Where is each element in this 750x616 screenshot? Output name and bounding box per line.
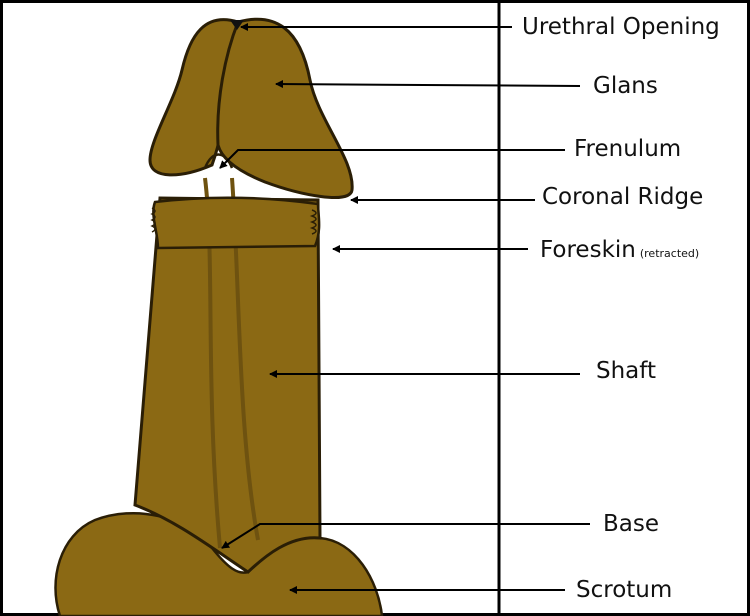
label-urethral-opening: Urethral Opening bbox=[522, 14, 720, 40]
frenulum-shape bbox=[203, 153, 234, 169]
label-shaft: Shaft bbox=[596, 358, 656, 384]
glans-right-lobe bbox=[216, 17, 354, 200]
label-scrotum: Scrotum bbox=[576, 577, 673, 603]
label-foreskin: Foreskin bbox=[540, 237, 636, 263]
foreskin-shape bbox=[152, 196, 321, 250]
frenulum-pointer bbox=[219, 149, 565, 169]
label-coronal-ridge: Coronal Ridge bbox=[542, 184, 704, 210]
label-base: Base bbox=[603, 511, 660, 537]
shaft-shape bbox=[133, 196, 322, 574]
glans-pointer bbox=[275, 80, 581, 89]
label-foreskin-row: Foreskin(retracted) bbox=[540, 239, 699, 262]
label-foreskin-note: (retracted) bbox=[639, 247, 700, 260]
urethral-opening-shape bbox=[230, 20, 244, 30]
label-glans: Glans bbox=[593, 73, 658, 99]
base-pointer bbox=[221, 523, 590, 549]
foreskin-ruffles bbox=[150, 207, 317, 235]
label-frenulum: Frenulum bbox=[574, 136, 682, 162]
